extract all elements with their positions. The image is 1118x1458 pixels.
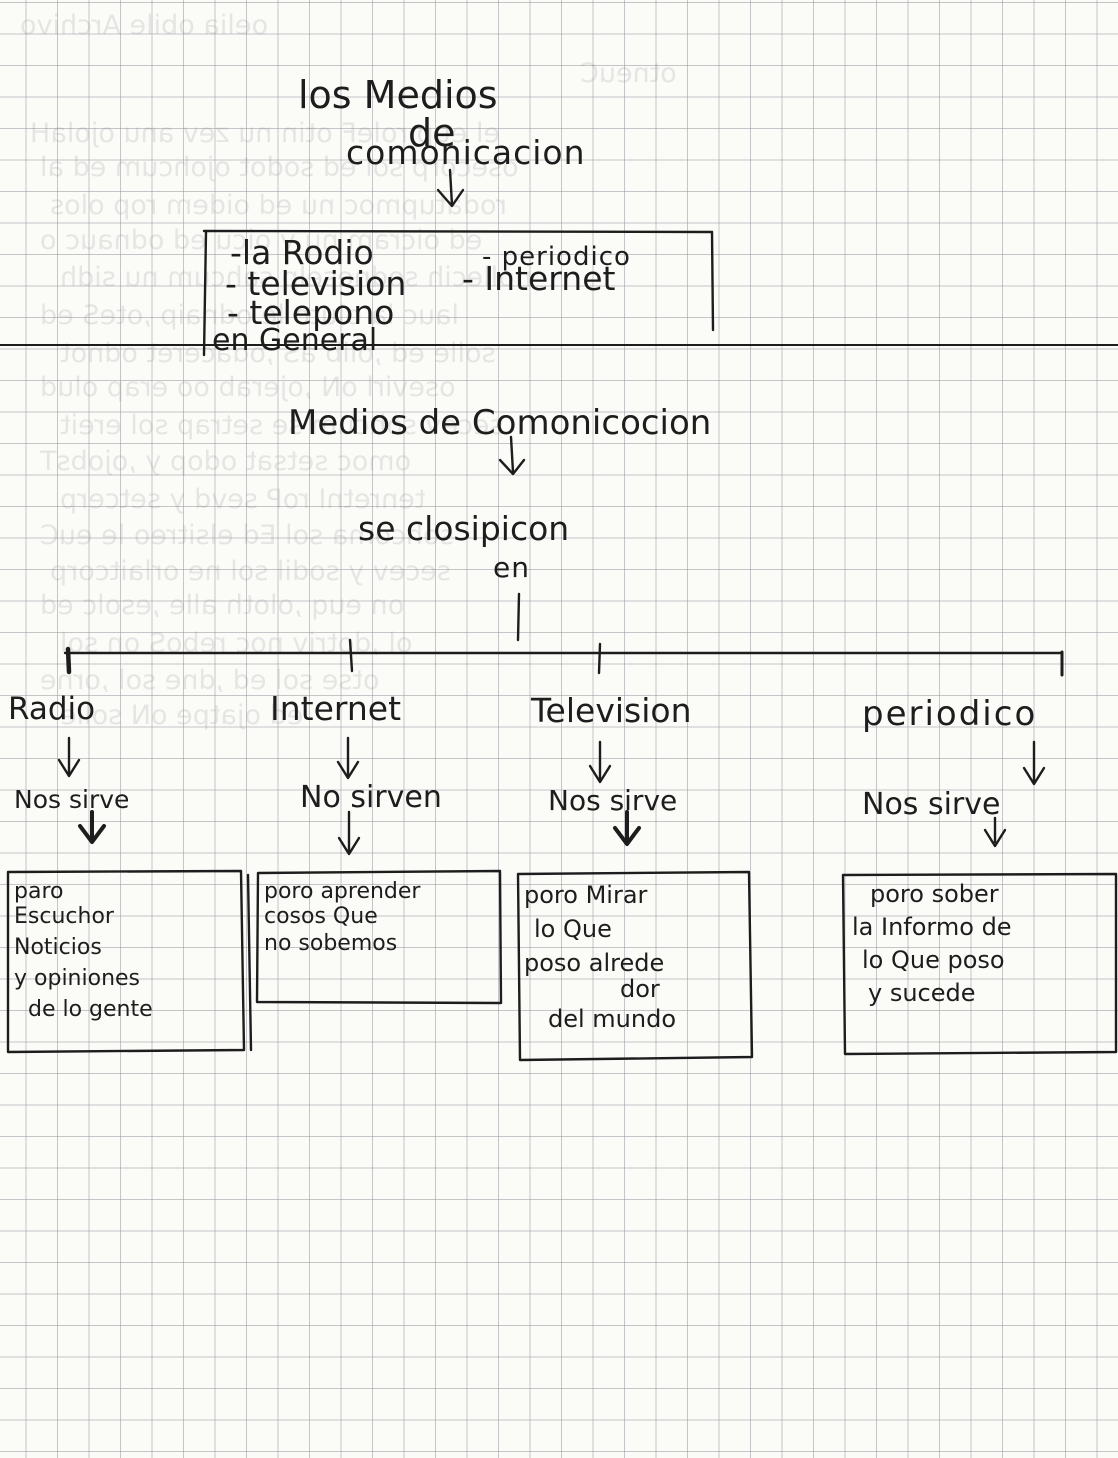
desc-line: poso alrede	[524, 949, 665, 977]
media-item-radio: -la Rodio	[230, 233, 374, 272]
branch-desc-periodico: poro sober la Informo de lo Que poso y s…	[852, 878, 1012, 1010]
desc-line: lo Que	[534, 915, 612, 943]
branch-name-periodico: periodico	[862, 694, 1038, 734]
desc-line: de lo gente	[28, 997, 153, 1022]
title-line-3: comonicacion	[346, 133, 586, 172]
classify-line-2: en	[493, 551, 530, 584]
title-line-2: de	[408, 111, 456, 155]
branch-serves-periodico: Nos sirve	[862, 787, 1001, 822]
branch-serves-television: Nos sirve	[548, 784, 678, 817]
desc-line: cosos Que	[264, 904, 378, 929]
media-item-telepono: - telepono	[227, 293, 395, 332]
title-line-1: los Medios	[298, 73, 498, 117]
branch-name-radio: Radio	[8, 691, 96, 727]
media-item-internet: - Internet	[462, 259, 616, 298]
desc-line: la Informo de	[852, 913, 1012, 941]
desc-line: poro Mirar	[524, 881, 648, 909]
branch-serves-radio: Nos sirve	[14, 785, 130, 814]
classify-line-1: se closipicon	[358, 509, 570, 548]
desc-line: Escuchor	[14, 904, 114, 929]
subtitle: Medios de Comonicocion	[288, 403, 712, 443]
media-item-television: - television	[225, 264, 407, 303]
desc-line: no sobemos	[264, 931, 398, 956]
branch-serves-internet: No sirven	[300, 780, 442, 815]
branch-name-television: Television	[531, 691, 692, 730]
desc-line: Noticios	[14, 935, 102, 960]
desc-line: paro	[14, 879, 64, 904]
desc-line: poro sober	[870, 880, 999, 908]
desc-line: lo Que poso	[862, 946, 1005, 974]
desc-line: poro aprender	[264, 879, 421, 904]
branch-desc-internet: poro aprender cosos Que no sobemos	[264, 876, 420, 959]
desc-line: y opiniones	[14, 966, 141, 991]
desc-line: dor	[620, 975, 660, 1003]
branch-desc-radio: paro Escuchor Noticios y opiniones de lo…	[14, 876, 153, 1025]
desc-line: del mundo	[548, 1005, 677, 1033]
branch-desc-television: poro Mirar lo Que poso alrede dor del mu…	[524, 878, 676, 1036]
desc-line: y sucede	[868, 979, 976, 1007]
branch-name-internet: Internet	[270, 689, 402, 728]
media-list-footer: en General	[212, 323, 378, 358]
media-item-periodico: - periodico	[482, 242, 631, 272]
